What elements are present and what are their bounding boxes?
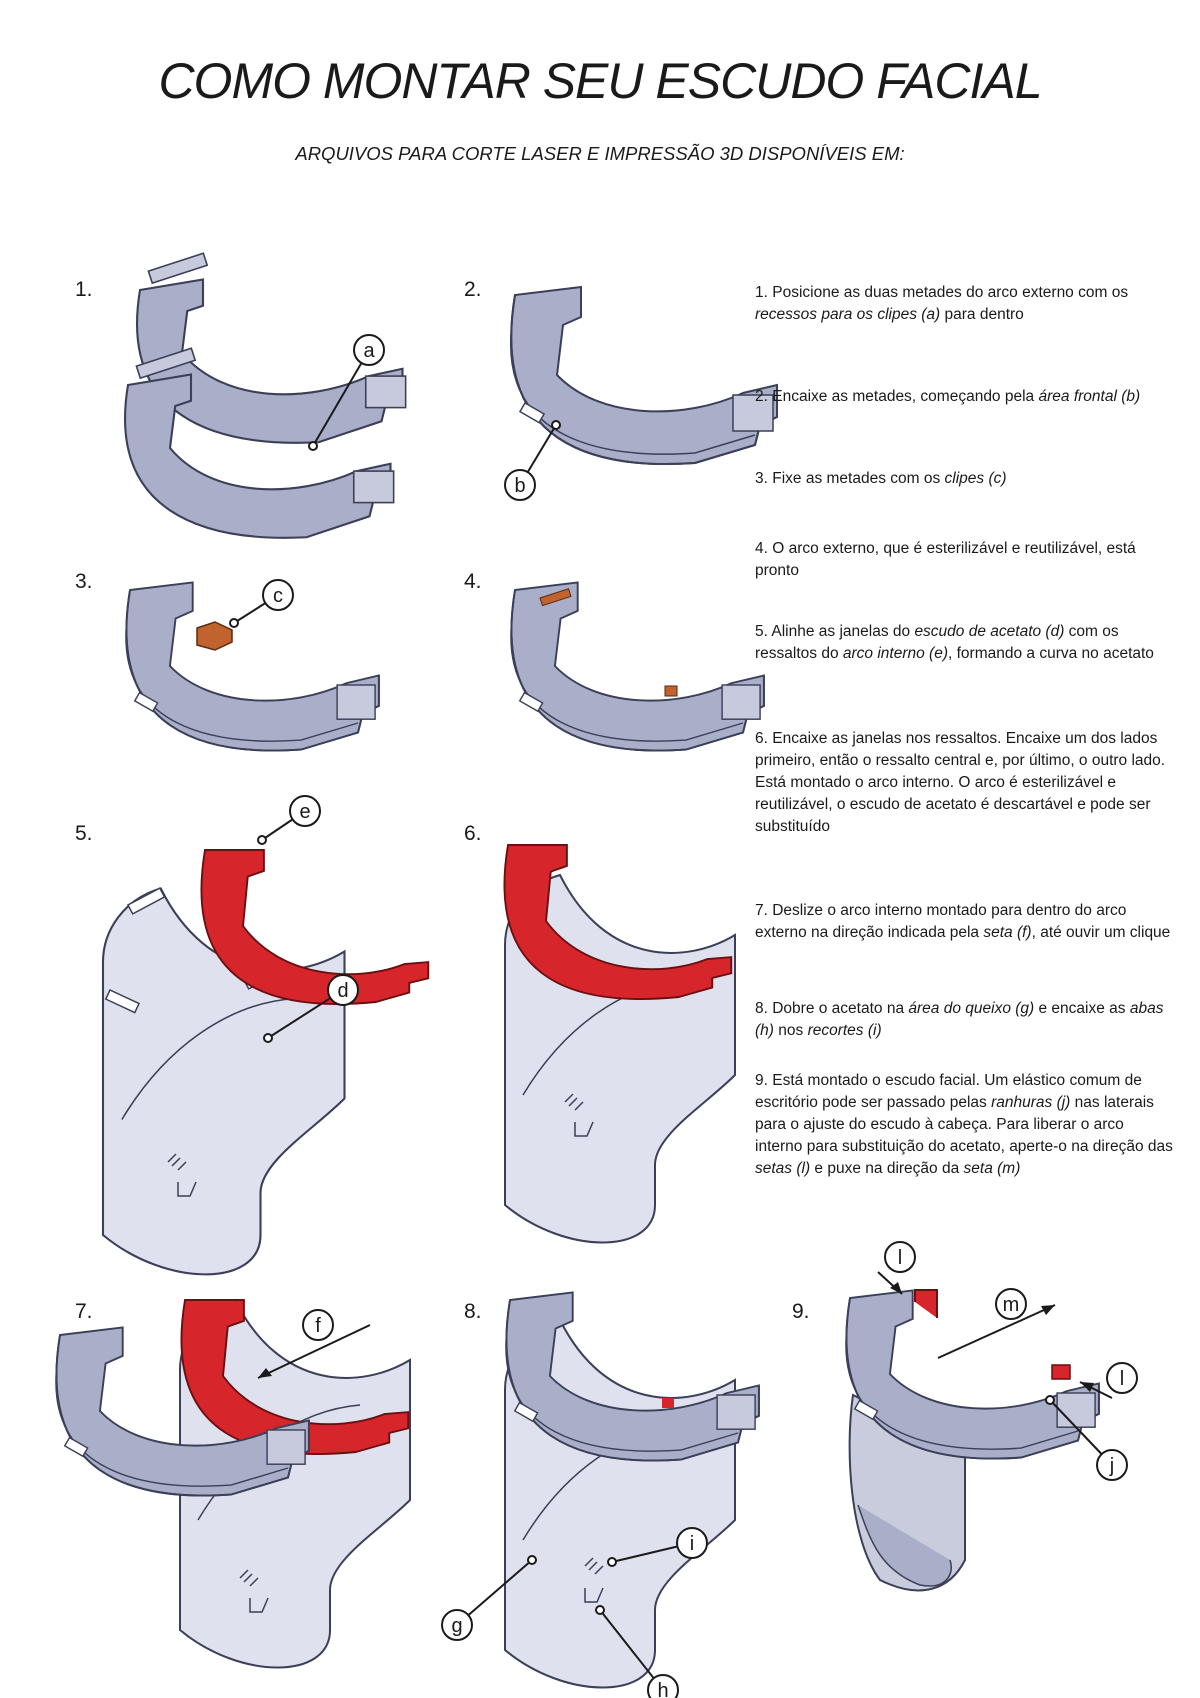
figure-9-illustration [844, 1271, 1113, 1592]
instruction-run: para dentro [940, 306, 1024, 323]
instruction-text: Fixe as metades com os clipes (c) [772, 470, 1006, 487]
figure-number-9: 9. [792, 1300, 810, 1323]
instruction-number: 5. [755, 623, 772, 640]
instruction-step-7: 7. Deslize o arco interno montado para d… [755, 900, 1175, 944]
figure-6-illustration [503, 844, 736, 1244]
instruction-run: e puxe na direção da [810, 1160, 964, 1177]
callout-m: m [1003, 1294, 1020, 1316]
callout-d: d [337, 980, 348, 1002]
figure-number-4: 4. [464, 570, 482, 593]
instruction-number: 2. [755, 388, 773, 405]
instruction-number: 1. [755, 284, 773, 301]
callout-a: a [363, 340, 375, 362]
callout-c: c [273, 585, 283, 607]
instruction-text: O arco externo, que é esterilizável e re… [755, 540, 1136, 579]
callout-f: f [315, 1315, 321, 1337]
instruction-emphasis: recessos para os clipes (a) [755, 306, 941, 323]
figure-number-2: 2. [464, 278, 482, 301]
instruction-emphasis: escudo de acetato (d) [914, 623, 1065, 640]
instruction-emphasis: clipes (c) [944, 470, 1007, 487]
figure-3-illustration [124, 581, 380, 752]
instruction-step-1: 1. Posicione as duas metades do arco ext… [755, 282, 1175, 326]
callout-l-right: l [1120, 1368, 1124, 1390]
instruction-number: 6. [755, 730, 773, 747]
instruction-run: , formando a curva no acetato [948, 645, 1154, 662]
callout-h: h [657, 1680, 668, 1698]
figure-8-illustration [504, 1291, 760, 1689]
figure-number-6: 6. [464, 822, 482, 845]
instruction-emphasis: setas (l) [755, 1160, 811, 1177]
page-subtitle: ARQUIVOS PARA CORTE LASER E IMPRESSÃO 3D… [295, 143, 905, 164]
instruction-run: e encaixe as [1034, 1000, 1130, 1017]
instruction-run: O arco externo, que é esterilizável e re… [755, 540, 1136, 579]
callout-e: e [299, 801, 310, 823]
instruction-step-2: 2. Encaixe as metades, começando pela ár… [755, 386, 1175, 408]
instruction-text: Encaixe as janelas nos ressaltos. Encaix… [755, 730, 1165, 835]
page-title: COMO MONTAR SEU ESCUDO FACIAL [158, 53, 1042, 109]
instruction-run: Encaixe as metades, começando pela [772, 388, 1039, 405]
callout-b: b [514, 475, 525, 497]
instruction-emphasis: seta (m) [963, 1160, 1021, 1177]
callout-g: g [451, 1615, 462, 1637]
instruction-run: com os ressaltos do [755, 623, 1119, 662]
instruction-run: Alinhe as janelas do [771, 623, 915, 640]
instruction-emphasis: ranhuras (j) [991, 1094, 1071, 1111]
figure-5-illustration [101, 849, 430, 1276]
figure-2-illustration [509, 286, 778, 466]
instruction-run: Fixe as metades com os [772, 470, 945, 487]
callout-j: j [1109, 1455, 1114, 1477]
instruction-run: Está montado o escudo facial. Um elástic… [755, 1072, 1142, 1111]
instruction-number: 9. [755, 1072, 773, 1089]
instruction-step-4: 4. O arco externo, que é esterilizável e… [755, 538, 1175, 582]
callout-labels: a b c e d f i g h l m l j [273, 340, 1124, 1698]
callouts [229, 334, 1138, 1698]
figure-number-8: 8. [464, 1300, 482, 1323]
instruction-emphasis: área frontal (b) [1038, 388, 1141, 405]
instruction-emphasis: recortes (i) [807, 1022, 882, 1039]
instruction-emphasis: seta (f) [983, 924, 1032, 941]
instruction-number: 8. [755, 1000, 773, 1017]
instruction-step-5: 5. Alinhe as janelas do escudo de acetat… [755, 621, 1175, 665]
figure-number-3: 3. [75, 570, 93, 593]
instruction-run: Encaixe as janelas nos ressaltos. Encaix… [755, 730, 1166, 835]
instruction-text: Encaixe as metades, começando pela área … [772, 388, 1140, 405]
instruction-run: Deslize o arco interno montado para dent… [755, 902, 1127, 941]
callout-i: i [690, 1533, 694, 1555]
instruction-emphasis: área do queixo (g) [908, 1000, 1035, 1017]
instruction-run: Dobre o acetato na [772, 1000, 909, 1017]
instruction-number: 3. [755, 470, 773, 487]
callout-l-top: l [898, 1247, 902, 1269]
figure-number-5: 5. [75, 822, 93, 845]
instruction-emphasis: abas (h) [755, 1000, 1164, 1039]
instruction-run: nos [773, 1022, 808, 1039]
instruction-text: Alinhe as janelas do escudo de acetato (… [755, 623, 1154, 662]
instruction-text: Dobre o acetato na área do queixo (g) e … [755, 1000, 1163, 1039]
instruction-step-9: 9. Está montado o escudo facial. Um elás… [755, 1070, 1175, 1180]
instruction-number: 7. [755, 902, 773, 919]
figure-4-illustration [509, 581, 765, 752]
instruction-text: Posicione as duas metades do arco extern… [755, 284, 1128, 323]
instruction-text: Deslize o arco interno montado para dent… [755, 902, 1170, 941]
figure-7-illustration [54, 1299, 411, 1669]
instruction-run: , até ouvir um clique [1031, 924, 1171, 941]
figure-1-illustration [124, 252, 407, 539]
instruction-step-3: 3. Fixe as metades com os clipes (c) [755, 468, 1175, 490]
instruction-number: 4. [755, 540, 773, 557]
instruction-run: nas laterais para o ajuste do escudo à c… [755, 1094, 1173, 1155]
instruction-run: Posicione as duas metades do arco extern… [772, 284, 1129, 301]
instruction-step-8: 8. Dobre o acetato na área do queixo (g)… [755, 998, 1175, 1042]
instruction-emphasis: arco interno (e) [842, 645, 948, 662]
figure-number-7: 7. [75, 1300, 93, 1323]
figure-number-1: 1. [75, 278, 93, 301]
instruction-text: Está montado o escudo facial. Um elástic… [755, 1072, 1173, 1177]
instruction-step-6: 6. Encaixe as janelas nos ressaltos. Enc… [755, 728, 1175, 838]
